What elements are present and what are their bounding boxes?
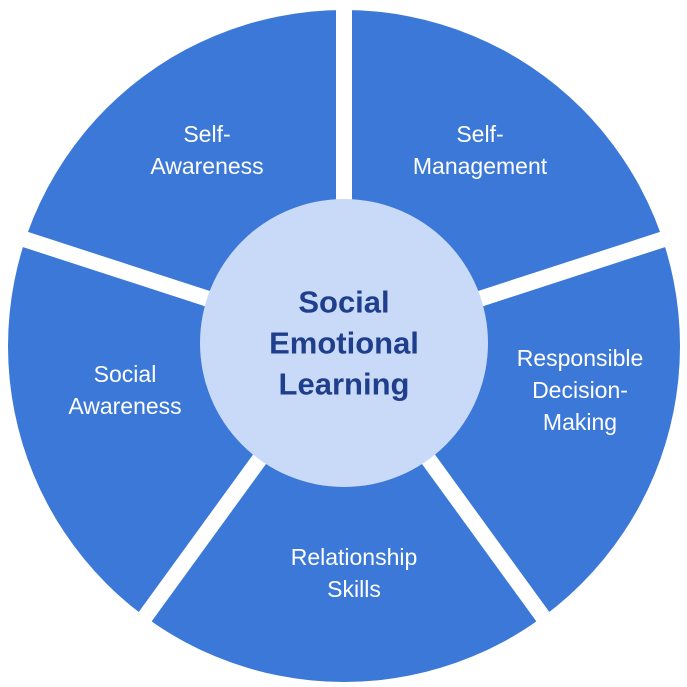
segment-divider-5 [0,224,214,308]
segment-divider-3 [419,451,563,639]
segment-label-line: Management [412,153,548,179]
segment-label-line: Relationship [290,544,418,570]
segment-label-relationship-skills: Relationship Skills [291,541,418,605]
segment-label-line: Social [93,361,157,387]
center-title-line-1: Social [298,284,390,320]
center-title-line-2: Emotional [269,325,419,361]
center-title-line-3: Learning [278,366,410,402]
segment-divider-2 [474,224,687,308]
segment-label-responsible-decision-making: Responsible Decision- Making [517,342,644,438]
segment-label-social-awareness: Social Awareness [68,358,181,422]
center-title: Social Emotional Learning [269,282,419,405]
segment-label-line: Making [542,409,618,435]
segment-label-self-awareness: Self- Awareness [150,118,263,182]
segment-label-line: Awareness [68,393,182,419]
segment-label-line: Responsible [516,345,644,371]
segment-label-line: Self- [183,121,231,147]
segment-label-line: Skills [327,576,381,602]
segment-label-self-management: Self- Management [413,118,547,182]
center-circle [200,199,488,487]
segment-divider-4 [125,451,269,639]
segment-label-line: Awareness [150,153,264,179]
segment-label-line: Decision- [532,377,628,403]
segment-label-line: Self- [456,121,504,147]
